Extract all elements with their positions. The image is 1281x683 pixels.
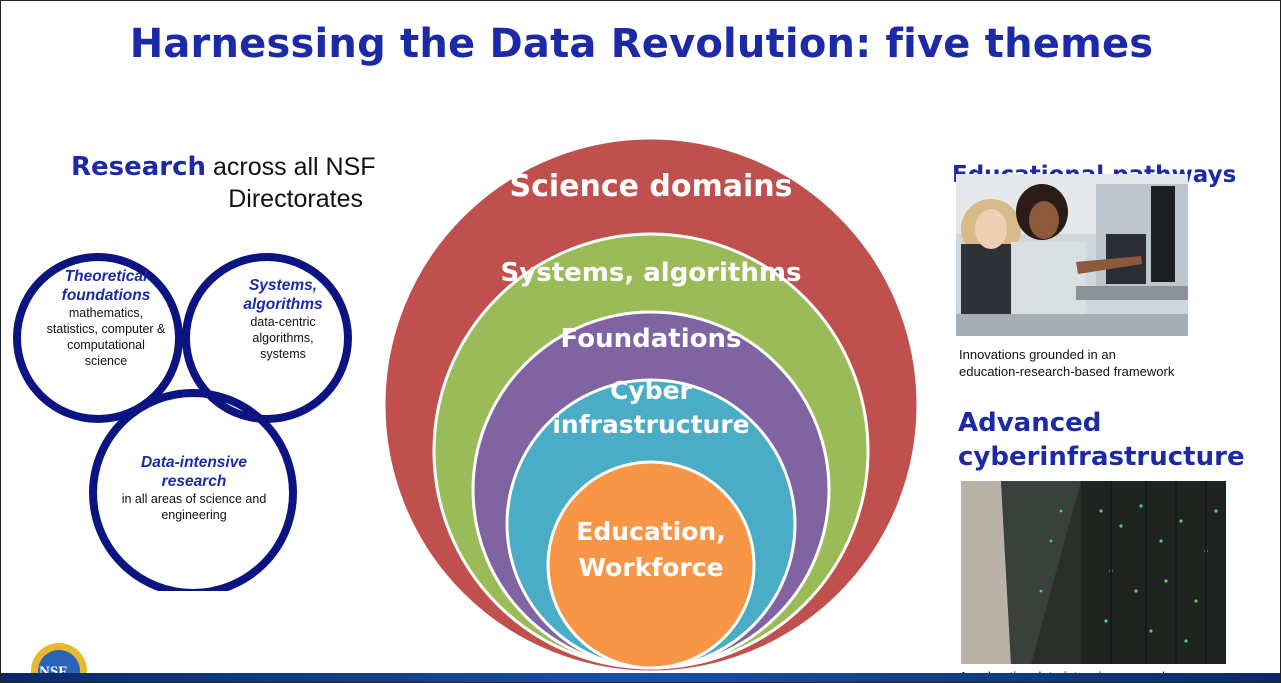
theoretical-heading-1: Theoretical: [64, 268, 148, 285]
label-education-line1: Education,: [576, 517, 726, 546]
venn-circle-theoretical: [13, 253, 183, 423]
research-line2: Directorates: [228, 185, 363, 213]
label-cyber-line1: Cyber: [610, 376, 692, 405]
data-intensive-heading-2: research: [161, 473, 227, 490]
students-photo: [956, 174, 1188, 336]
venn-theoretical-text: Theoretical foundations mathematics, sta…: [21, 267, 191, 369]
venn-data-intensive-text: Data-intensive research in all areas of …: [108, 453, 280, 523]
label-education-workforce: Education, Workforce: [541, 514, 761, 586]
systems-heading-2: algorithms: [243, 296, 323, 313]
research-bold: Research: [71, 152, 207, 182]
systems-desc-1: data-centric: [250, 315, 316, 329]
venn-diagram: [13, 253, 352, 591]
systems-desc-3: systems: [260, 347, 306, 361]
label-science-domains: Science domains: [509, 169, 793, 204]
research-heading: Research across all NSF Directorates: [71, 151, 381, 215]
advanced-cyberinfrastructure-header: Advanced cyberinfrastructure: [958, 406, 1245, 474]
ring-education-workforce: [546, 460, 756, 670]
theoretical-desc-2: statistics, computer &: [46, 322, 166, 336]
theoretical-heading-2: foundations: [61, 287, 151, 304]
cyber-header-line2: cyberinfrastructure: [958, 442, 1245, 472]
label-systems-algorithms: Systems, algorithms: [500, 258, 802, 288]
theoretical-desc-3: computational: [67, 338, 145, 352]
cyber-header-line1: Advanced: [958, 408, 1102, 438]
systems-heading-1: Systems,: [248, 277, 318, 294]
data-intensive-desc-1: in all areas of science and: [121, 492, 267, 506]
venn-circle-data-intensive: [89, 389, 297, 591]
edu-caption-line2: education-research-based framework: [959, 364, 1175, 379]
venn-circle-systems: [182, 253, 352, 423]
theoretical-desc-1: mathematics,: [68, 306, 144, 320]
slide-title: Harnessing the Data Revolution: five the…: [129, 21, 1154, 67]
educational-caption: Innovations grounded in an education-res…: [959, 346, 1259, 380]
data-intensive-desc-2: engineering: [161, 508, 227, 522]
data-intensive-heading-1: Data-intensive: [141, 454, 247, 471]
theoretical-desc-4: science: [84, 354, 128, 368]
bottom-bar: [1, 673, 1280, 682]
label-cyberinfrastructure: Cyber infrastructure: [511, 374, 791, 442]
research-rest: across all NSF: [213, 153, 376, 181]
label-foundations: Foundations: [560, 324, 742, 354]
label-cyber-line2: infrastructure: [552, 410, 750, 439]
edu-caption-line1: Innovations grounded in an: [959, 347, 1116, 362]
data-center-photo: [961, 481, 1226, 664]
systems-desc-2: algorithms,: [252, 331, 314, 345]
venn-systems-text: Systems, algorithms data-centric algorit…: [223, 276, 343, 362]
label-education-line2: Workforce: [578, 553, 724, 582]
